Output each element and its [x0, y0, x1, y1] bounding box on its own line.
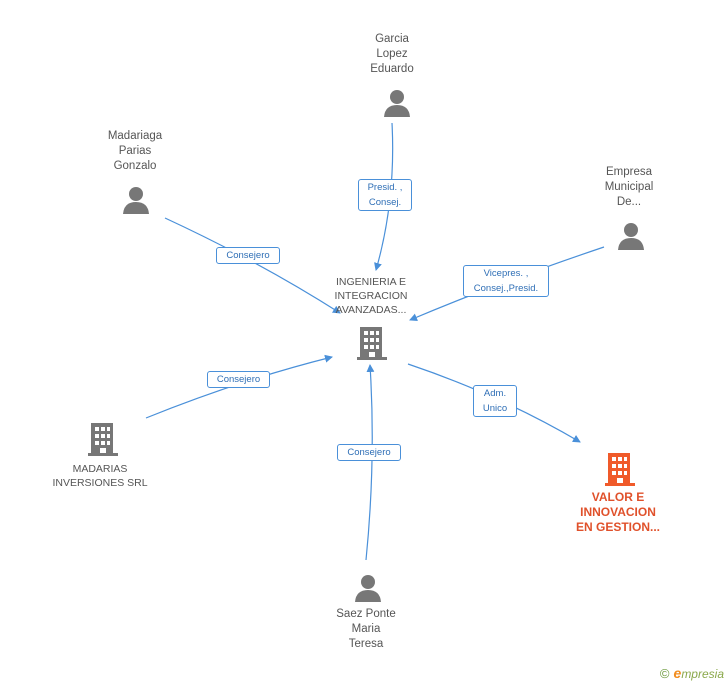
brand-logo-e: e [673, 665, 682, 681]
edge-label-empresa[interactable]: Vicepres. , Consej.,Presid. [463, 265, 549, 297]
edge-label-saez[interactable]: Consejero [337, 444, 401, 461]
building-icon[interactable] [604, 452, 636, 486]
edge-saez [365, 364, 375, 561]
garcia-label: Garcia Lopez Eduardo [370, 33, 414, 75]
edge-madariaga [164, 217, 341, 314]
copyright-symbol: © [659, 666, 670, 681]
empresa-label: Empresa Municipal De... [604, 166, 654, 208]
center-label: INGENIERIA E INTEGRACION AVANZADAS... [334, 276, 408, 316]
node-center[interactable]: INGENIERIA E INTEGRACION AVANZADAS... [316, 275, 426, 317]
edge-label-madariaga[interactable]: Consejero [216, 247, 280, 264]
edge-label-garcia[interactable]: Presid. , Consej. [358, 179, 412, 211]
edge-label-valor[interactable]: Adm. Unico [473, 385, 517, 417]
node-saez[interactable]: Saez Ponte Maria Teresa [321, 607, 411, 652]
brand-footer: ©empresia [660, 665, 724, 681]
building-icon[interactable] [356, 326, 388, 360]
person-icon[interactable] [354, 573, 382, 603]
node-valor[interactable]: VALOR E INNOVACION EN GESTION... [568, 490, 668, 535]
building-icon[interactable] [87, 422, 119, 456]
node-garcia[interactable]: Garcia Lopez Eduardo [347, 32, 437, 77]
node-madarias[interactable]: MADARIAS INVERSIONES SRL [40, 462, 160, 490]
valor-label: VALOR E INNOVACION EN GESTION... [575, 490, 660, 534]
person-icon[interactable] [617, 221, 645, 251]
madarias-label: MADARIAS INVERSIONES SRL [52, 463, 148, 489]
node-empresa[interactable]: Empresa Municipal De... [584, 165, 674, 210]
person-icon[interactable] [383, 88, 411, 118]
brand-logo-text: mpresia [681, 667, 724, 681]
person-icon[interactable] [122, 185, 150, 215]
madariaga-label: Madariaga Parias Gonzalo [107, 130, 163, 172]
saez-label: Saez Ponte Maria Teresa [336, 608, 396, 650]
edge-label-madarias[interactable]: Consejero [207, 371, 270, 388]
node-madariaga[interactable]: Madariaga Parias Gonzalo [90, 129, 180, 174]
